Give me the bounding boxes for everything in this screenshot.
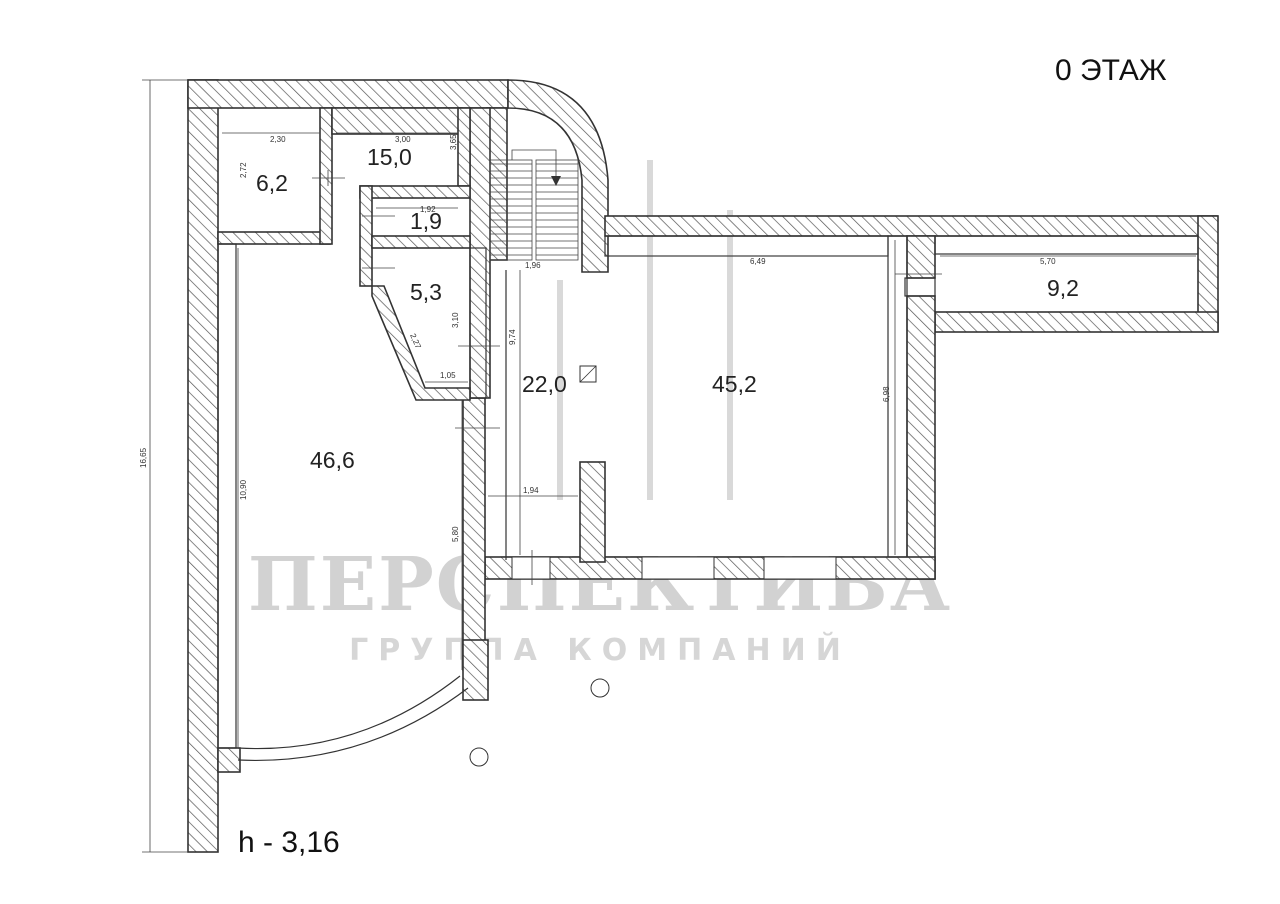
dim-label: 1,05 [440,371,456,380]
corridor-upper-wall [469,107,491,399]
ceiling-height-label: h - 3,16 [238,826,340,859]
dim-label: 1,92 [420,205,436,214]
dim-label: 10,90 [239,479,248,500]
top-wall [187,79,509,109]
room-area-label: 22,0 [522,371,567,397]
room-15-right-wall [457,107,471,187]
room-1-9-top-wall [359,185,471,199]
dim-label: 3,00 [395,135,411,144]
room-area-label: 1,9 [410,208,442,234]
wing-top-wall [604,215,1218,237]
dim-label: 2,72 [239,162,248,178]
dim-label: 1,96 [525,261,541,270]
room-area-label: 46,6 [310,447,355,473]
room-area-label: 5,3 [410,279,442,305]
room-area-label: 45,2 [712,371,757,397]
dim-label: 3,10 [451,312,460,328]
marker-circle-icon [590,678,610,698]
dim-label: 6,98 [882,386,891,402]
room-6-2-bottom-wall [217,231,331,245]
corridor-wall [462,397,486,671]
dim-label: 16,65 [139,447,148,468]
marker-circle-icon [469,747,489,767]
hall-right-upper-wall [906,235,936,279]
dim-label: 2,27 [408,332,423,350]
staircase [489,149,579,261]
watermark-sub: ГРУППА КОМПАНИЙ [349,632,851,668]
dimension-lines [142,79,1196,853]
windows [511,556,837,580]
wing-bottom-wall [934,311,1219,333]
dim-label: 3,65 [449,134,458,150]
room-1-9-bottom-wall [371,235,471,249]
bay-window-inner [237,675,461,750]
dim-label: 5,80 [451,526,460,542]
room-6-2-right-wall [319,107,333,245]
stub-wall [579,461,606,563]
left-outer-wall [187,79,219,853]
bay-window-outer [237,687,469,762]
room-area-label: 6,2 [256,170,288,196]
doors [312,170,942,585]
bay-right-cap [462,639,489,701]
curved-tower-wall [507,79,609,273]
room-15-top-fill [331,107,463,135]
stair-arrow-icon [551,176,561,186]
room-area-label: 15,0 [367,144,412,170]
room-1-9-left-wall [359,185,373,287]
hall-right-wall [906,295,936,580]
dim-label: 9,74 [508,329,517,345]
dim-label: 6,49 [750,257,766,266]
bay-left-cap [217,747,241,773]
dim-label: 1,94 [523,486,539,495]
room-area-label: 9,2 [1047,275,1079,301]
floor-title: 0 ЭТАЖ [1055,54,1167,87]
dim-label: 5,70 [1040,257,1056,266]
dim-label: 2,30 [270,135,286,144]
